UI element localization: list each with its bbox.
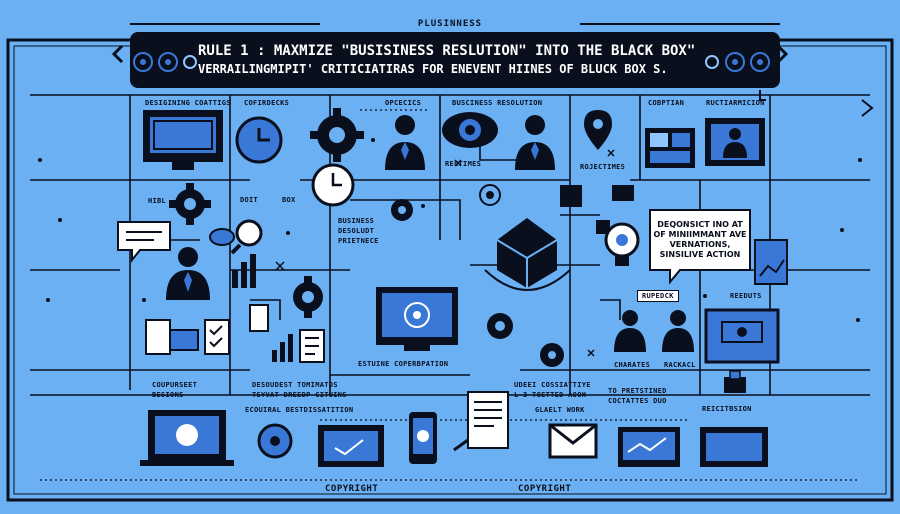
target-icons-left [133,52,197,72]
monitor-chart-icon-small [618,427,680,467]
magnifier-icon [230,219,263,255]
businessman-icon-4 [614,310,646,352]
analog-clock-icon [311,163,355,207]
brand-label: PLUSINNESS [417,19,483,29]
monitor-chart-icon [143,110,223,170]
label-ructiarmicion: RUCTIARMICION [706,99,765,107]
footer-copyright-left: COPYRIGHT [325,484,379,494]
label-charates: CHARATES [614,361,651,369]
gear-icon-row3b [487,313,513,339]
gear-icon-medium [169,183,211,225]
businessman-icon-1 [385,115,425,170]
chart-bars-right [272,334,293,362]
rule-subtitle: VERRAILINGMIPIT' CRITICIATIRAS FOR ENEVE… [198,62,668,76]
monitor-checkmark-icon [318,425,384,467]
target-icons-right [705,52,770,72]
projector-panel-icon [704,308,780,364]
gear-icon-row3c [540,343,564,367]
speech-bubble-right [649,209,751,285]
dotted-connectors [40,109,860,481]
mail-icon [548,423,598,459]
decor-dots [38,138,862,322]
chevron-right-icon-edge [861,99,874,117]
label-rojectimes: ROJECTIMES [580,163,626,171]
chevron-left-icon [111,44,124,64]
gear-icon-row3 [293,276,323,318]
speech-bubble-left [117,221,171,263]
businessman-icon-5 [662,310,694,352]
document-pen-icon [453,391,509,452]
decor-sparkles [275,149,615,357]
document-icon-stack [560,185,634,234]
disc-icon [257,423,293,459]
monitor-target-icon [376,287,458,351]
label-cofirdecks: COFIRDECKS [244,99,290,107]
lightbulb-icon [604,222,640,266]
chart-card-icon [754,239,788,285]
label-opcecics: OPCECICS [385,99,422,107]
label-rupedck: RUPEDCK [637,290,679,302]
label-reicitbsion: REICITBSION [702,405,752,413]
rule-title: RULE 1 : MAXMIZE "BUSISINESS RESLUTION" … [198,43,696,59]
label-busciness-resolution: BUSCINESS RESOLUTION [452,99,543,107]
label-hibl: HIBL [148,197,167,205]
monitor-icon-right [700,427,768,467]
gear-icon-large [310,108,364,162]
businessman-icon-2 [515,115,555,170]
label-estuine-coperbation: ESTUINE COPERBPATION [358,360,449,368]
clock-icon [235,116,283,164]
target-icon-mid [479,184,501,206]
speech-bubble-text: DEQONSICT INO AT OF MINIIMMANT AVE VERNA… [653,220,747,259]
label-ecouiral-bestdissatition: ECOUIRAL BESTDISSATITION [245,406,354,414]
label-to-pretstined: TO PRETSTINED COCTATTES DUO [608,387,667,405]
smartphone-icon [409,412,437,464]
label-doit: DOIT [240,196,259,204]
label-desoudest-tomimatos: DESOUDEST TOMIMATOS TSYVAT DREEDP CITUIN… [252,381,347,399]
label-rectimes: RECTIMES [445,160,482,168]
label-business-desoludt: BUSINESS DESOLUDT PRIETNECE [338,217,379,245]
label-cobptian: COBPTIAN [648,99,685,107]
map-pin-icon [584,110,612,150]
laptop-dollar-icon [140,410,234,466]
footer-copyright-right: COPYRIGHT [518,484,572,494]
small-gear-icon [391,199,413,221]
label-reeduts: REEDUTS [730,292,762,300]
cloud-icon [442,112,498,148]
label-rackacl: RACKACL [664,361,696,369]
black-box-icon [484,218,571,291]
label-designing-coattigs: DESIGINING COATTIGS [145,99,231,107]
dashboard-panel-icon [645,128,695,168]
chevron-right-icon [776,44,789,64]
label-uddei-cossiattiye: UDEEI COSSIATTIYE L 3 TOETTED AOOH [514,381,591,399]
header-bar [130,32,780,88]
printer-icon [724,370,746,393]
clipboard-icons [145,304,325,363]
label-box: BOX [282,196,296,204]
bar-chart-icon [232,254,256,288]
businessman-icon-3 [166,247,210,300]
label-glaelt-work: GLAELT WORK [535,406,585,414]
presenter-screen-icon [705,118,765,166]
cloud-small-icon [209,228,235,246]
label-coupurseet-besions: COUPURSEET BESIONS [152,381,198,399]
